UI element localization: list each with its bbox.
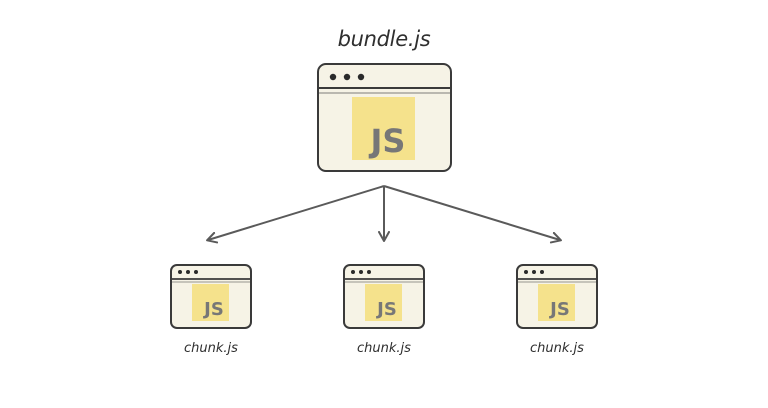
chunk-label: chunk.js xyxy=(184,341,238,356)
window-dot-icon xyxy=(343,73,351,81)
window-dot-icon xyxy=(351,270,355,274)
window-dot-icon xyxy=(194,270,198,274)
window-dot-icon xyxy=(359,270,363,274)
window-dot-icon xyxy=(357,73,365,81)
window-dot-icon xyxy=(367,270,371,274)
window-dot-icon xyxy=(178,270,182,274)
js-badge-text: JS xyxy=(375,299,397,320)
arrows xyxy=(206,185,562,244)
window-dot-icon xyxy=(329,73,337,81)
bundle-label: bundle.js xyxy=(337,27,431,51)
js-badge-text: JS xyxy=(548,299,570,320)
chunk-label: chunk.js xyxy=(530,341,584,356)
arrow-to-chunk-1 xyxy=(206,185,385,244)
window-dot-icon xyxy=(532,270,536,274)
js-badge-text: JS xyxy=(369,122,406,160)
js-badge-text: JS xyxy=(202,299,224,320)
window-dot-icon xyxy=(186,270,190,274)
bundle-window-icon: JS xyxy=(317,63,452,172)
js-badge xyxy=(538,284,575,321)
js-badge xyxy=(192,284,229,321)
arrow-to-chunk-3 xyxy=(383,185,562,244)
js-badge xyxy=(352,97,415,160)
chunk-window-icon: JS xyxy=(343,264,425,329)
window-dot-icon xyxy=(524,270,528,274)
chunk-window-icon: JS xyxy=(170,264,252,329)
js-badge xyxy=(365,284,402,321)
window-dot-icon xyxy=(540,270,544,274)
chunk-window-icon: JS xyxy=(516,264,598,329)
chunk-label: chunk.js xyxy=(357,341,411,356)
